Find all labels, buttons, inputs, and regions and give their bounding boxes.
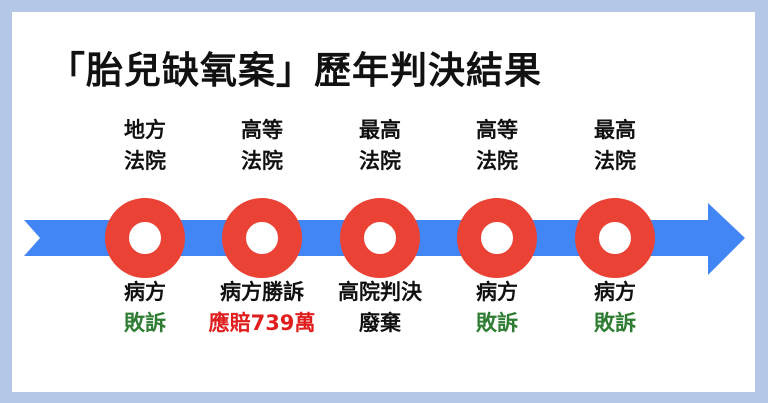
court-label: 最高法院 [310,115,450,177]
result-label: 高院判決廢棄 [310,277,450,339]
result-line2: 廢棄 [359,311,401,335]
result-label: 病方敗訴 [545,277,685,339]
court-line1: 最高 [359,118,401,142]
court-line2: 法院 [476,149,518,173]
timeline-node [105,198,185,278]
timeline-node [457,198,537,278]
court-line1: 高等 [241,118,283,142]
court-line1: 最高 [594,118,636,142]
page-title: 「胎兒缺氧案」歷年判決結果 [48,49,542,92]
timeline-node [575,198,655,278]
result-line2: 敗訴 [124,311,166,335]
result-label: 病方敗訴 [75,277,215,339]
result-line1: 病方勝訴 [220,280,304,304]
result-label: 病方勝訴應賠739萬 [192,277,332,339]
result-line2: 敗訴 [476,311,518,335]
court-label: 高等法院 [427,115,567,177]
court-line2: 法院 [241,149,283,173]
court-line1: 高等 [476,118,518,142]
court-label: 高等法院 [192,115,332,177]
court-label: 地方法院 [75,115,215,177]
result-line1: 病方 [124,280,166,304]
result-line2: 敗訴 [594,311,636,335]
result-line1: 高院判決 [338,280,422,304]
result-line1: 病方 [476,280,518,304]
result-line1: 病方 [594,280,636,304]
court-line1: 地方 [124,118,166,142]
timeline-node [222,198,302,278]
court-label: 最高法院 [545,115,685,177]
court-line2: 法院 [359,149,401,173]
result-label: 病方敗訴 [427,277,567,339]
result-line2: 應賠739萬 [208,311,316,335]
timeline-node [340,198,420,278]
court-line2: 法院 [124,149,166,173]
court-line2: 法院 [594,149,636,173]
